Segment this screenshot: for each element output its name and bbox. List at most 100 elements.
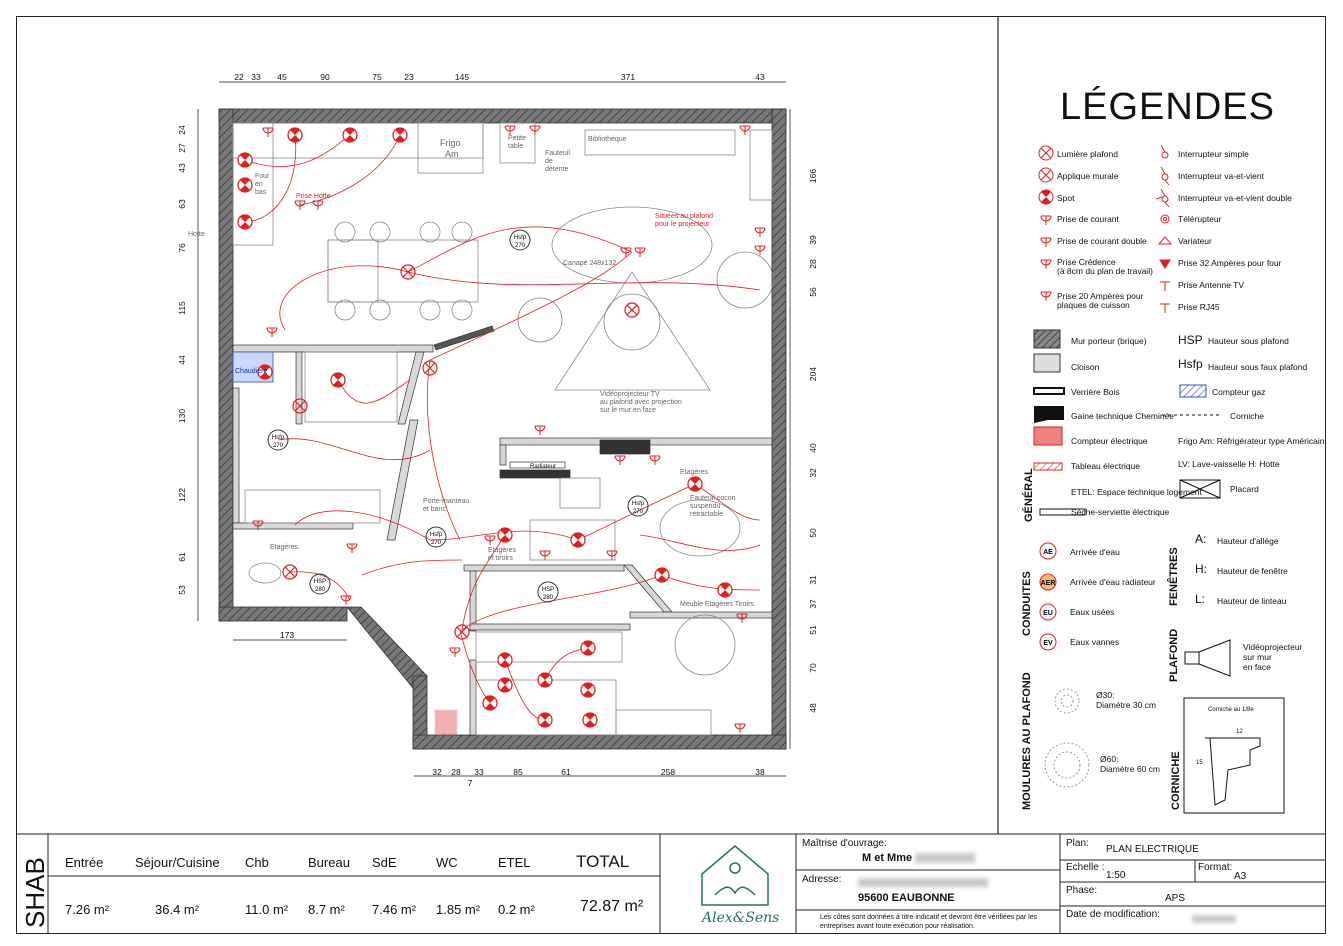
dimension-value: 43 [755, 72, 765, 82]
dimension-value: 37 [808, 599, 818, 609]
shab-room-area: 8.7 m² [308, 902, 345, 917]
legend-item: Prise 32 Ampères pour four [1178, 258, 1282, 268]
legend-item: Tableau électrique [1071, 461, 1140, 471]
adresse-value: 95600 EAUBONNE [858, 892, 955, 904]
legend-item: Mur porteur (brique) [1071, 336, 1147, 346]
hsp-label: HSP [542, 587, 554, 593]
conduite-label: Eaux usées [1070, 607, 1115, 617]
shab-room-label: ETEL [498, 855, 531, 870]
dimension-value: 166 [808, 169, 818, 183]
fenetre-code: H: [1195, 562, 1207, 576]
dimension-value: 43 [177, 163, 187, 173]
dimension-value: 33 [474, 767, 484, 777]
bibliotheque-label: Bibliothèque [588, 136, 627, 143]
dimension-value: 63 [177, 199, 187, 209]
dimension-value: 45 [277, 72, 287, 82]
dimension-value: 39 [808, 235, 818, 245]
dimension-value: 38 [755, 767, 765, 777]
shab-room-area: 72.87 m² [580, 898, 644, 915]
hsp-symbol: HSP [1178, 333, 1203, 347]
dimension-value: 115 [177, 301, 187, 315]
legend-item: Prise RJ45 [1178, 302, 1220, 312]
hsp-label: HSP [314, 579, 326, 585]
legend-item: Hauteur sous plafond [1208, 336, 1289, 346]
dimension-value: 145 [455, 72, 469, 82]
logo: Alex&Sens [702, 910, 780, 926]
format-label: Format: [1198, 862, 1233, 873]
legend-item: Prise de courant [1057, 214, 1119, 224]
legend-item: Prise de courant double [1057, 236, 1147, 246]
dimension-7: 7 [468, 778, 473, 788]
shab-room-label: SdE [372, 855, 397, 870]
exterior-walls [218, 108, 787, 750]
dimension-value: 75 [372, 72, 382, 82]
corniche-caption: Corniche au 1/8e [1208, 707, 1254, 713]
hsfp-label: Hsfp [514, 235, 527, 241]
plafond-label: Vidéoprojecteur sur mur en face [1243, 642, 1303, 672]
moulure-30-label: Ø30: Diamètre 30 cm [1096, 690, 1156, 710]
dimension-value: 28 [808, 259, 818, 269]
disclaimer-note: Les côtes sont données à titre indicatif… [820, 914, 1038, 930]
svg-text:AE: AE [1043, 549, 1053, 556]
fenetre-code: L: [1195, 592, 1206, 606]
legend-item: Cloison [1071, 362, 1100, 372]
svg-text:AER: AER [1041, 580, 1056, 587]
dimension-value: 371 [621, 72, 635, 82]
dimension-value: 122 [177, 488, 187, 502]
hsfp-symbol: Hsfp [1178, 357, 1203, 371]
legend-item: Prise 20 Ampères pour plaques de cuisson [1057, 291, 1144, 310]
shab-room-label: Bureau [308, 855, 350, 870]
legend-item: Gaine technique Cheminée [1071, 411, 1175, 421]
shab-room-area: 0.2 m² [498, 902, 535, 917]
dimension-value: 23 [404, 72, 414, 82]
shab-room-area: 11.0 m² [245, 902, 289, 917]
frigo-label-2: Am [445, 149, 459, 159]
legend-item: LV: Lave-vaisselle H: Hotte [1178, 459, 1280, 469]
shab-room-label: Entrée [65, 855, 104, 870]
fenetre-label: Hauteur d'allège [1217, 536, 1279, 546]
legend-item: Variateur [1178, 236, 1212, 246]
dimension-value: 31 [808, 575, 818, 585]
dimension-value: 61 [177, 552, 187, 562]
height-markers: Hsfp 270 Hsfp 270 Hsfp 270 Hsfp 270 HSP … [267, 229, 649, 603]
dimension-value: 258 [661, 767, 675, 777]
legend-item: Frigo Am: Réfrigérateur type Américain [1178, 436, 1325, 446]
legend-item: Interrupteur va-et-vient [1178, 171, 1264, 181]
shab-room-area: 36.4 m² [155, 902, 200, 917]
phase-value: APS [1165, 893, 1186, 904]
hsfp-value: 270 [515, 243, 526, 249]
legend-item: ETEL: Espace technique logement [1071, 487, 1202, 497]
dimension-value: 70 [808, 663, 818, 673]
dimension-value: 56 [808, 287, 818, 297]
legend-item: Lumière plafond [1057, 149, 1118, 159]
legend-item: Sèche-serviette électrique [1071, 507, 1170, 517]
maitrise-value: M et Mme [862, 852, 913, 864]
corniche-height: 15 [1196, 760, 1203, 766]
conduite-label: Arrivée d'eau radiateur [1070, 577, 1156, 587]
shab-room-label: Séjour/Cuisine [135, 855, 220, 870]
dimension-173: 173 [280, 630, 294, 640]
etageres-label: Etagères [270, 544, 299, 551]
frigo-label: Frigo [440, 138, 461, 148]
adresse-label: Adresse: [802, 874, 842, 885]
dimension-value: 53 [177, 585, 187, 595]
dimension-value: 204 [808, 367, 818, 381]
fenetre-label: Hauteur de linteau [1217, 596, 1287, 606]
dimension-value: 32 [432, 767, 442, 777]
dimension-value: 28 [451, 767, 461, 777]
legend-item: Interrupteur simple [1178, 149, 1249, 159]
dimension-value: 85 [513, 767, 523, 777]
conduite-label: Eaux vannes [1070, 637, 1120, 647]
corniche-width: 12 [1236, 729, 1243, 735]
dimension-lines [197, 81, 791, 777]
